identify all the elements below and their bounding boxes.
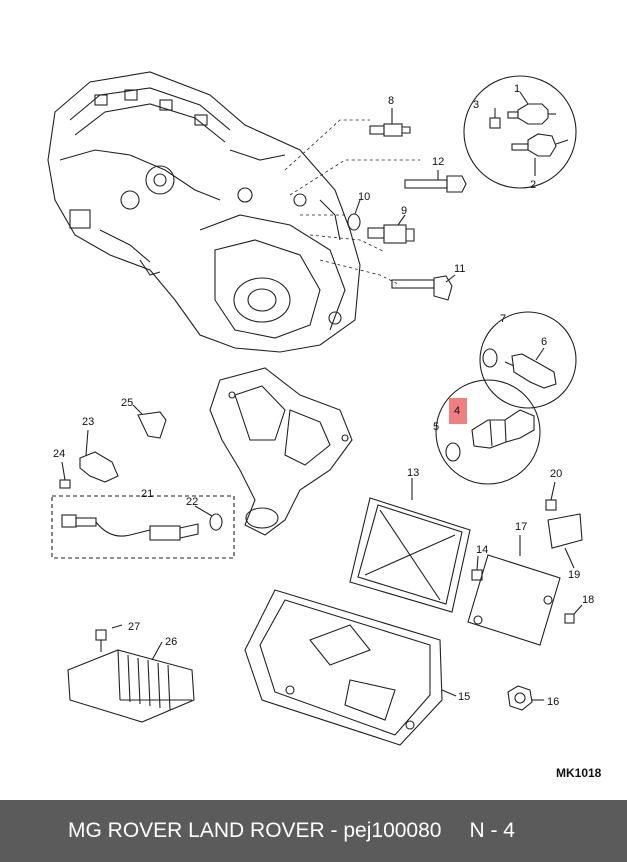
- callout-1: 1: [514, 83, 520, 95]
- part-24-screw: [59, 461, 71, 489]
- part-8-sensor: [369, 108, 411, 137]
- callout-8: 8: [388, 95, 394, 107]
- callout-5: 5: [433, 421, 439, 433]
- callout-14: 14: [476, 544, 488, 556]
- callout-7: 7: [500, 313, 506, 325]
- footer-bar: MG ROVER LAND ROVER - pej100080 N - 4: [0, 800, 627, 862]
- callout-2: 2: [530, 179, 536, 191]
- engine-assembly: [47, 71, 361, 353]
- callout-21: 21: [141, 488, 153, 500]
- callout-20: 20: [550, 468, 562, 480]
- part-23-bracket: [79, 429, 119, 483]
- callout-11: 11: [454, 263, 465, 275]
- callout-17: 17: [515, 521, 527, 533]
- callout-4: 4: [454, 405, 460, 417]
- part-6-sensor: [504, 347, 557, 389]
- exploded-parts-diagram: 1 2 3 4 5 6 7 8 9 10 11 12 13 14 15 16 1…: [47, 71, 602, 780]
- part-2-switch: [511, 133, 569, 176]
- part-13-ecu-bracket: [349, 478, 471, 613]
- part-11-bolt: [391, 274, 456, 301]
- callout-19: 19: [568, 569, 580, 581]
- footer-title: MG ROVER LAND ROVER - pej100080: [68, 819, 442, 842]
- part-18-screw: [564, 604, 583, 624]
- callout-22: 22: [186, 496, 198, 508]
- part-4-sensor: [471, 409, 535, 449]
- part-21-group-box: [51, 495, 235, 559]
- callout-25: 25: [121, 397, 133, 409]
- callout-6: 6: [541, 336, 547, 348]
- callout-3: 3: [473, 99, 479, 111]
- part-17-plate: [467, 535, 561, 646]
- part-14-bolt: [471, 555, 483, 581]
- part-9-sensor: [367, 214, 415, 244]
- part-12-bolt: [404, 170, 467, 193]
- exhaust-manifold: [209, 367, 353, 536]
- diagram-reference-code: MK1018: [556, 766, 602, 780]
- callout-15: 15: [458, 691, 470, 703]
- part-21-lambda-sensor: [61, 514, 199, 541]
- part-22-washer: [209, 513, 223, 531]
- callout-18: 18: [582, 594, 594, 606]
- callout-16: 16: [547, 696, 559, 708]
- callout-10: 10: [358, 191, 370, 203]
- callout-24: 24: [53, 448, 65, 460]
- detail-circle-1-3: [463, 75, 577, 189]
- callout-23: 23: [82, 416, 94, 428]
- detail-circle-6-7: [479, 311, 577, 409]
- callout-9: 9: [401, 205, 407, 217]
- part-25-clip: [132, 404, 167, 439]
- callout-12: 12: [432, 156, 444, 168]
- part-26-ecu-module: [67, 641, 195, 723]
- part-27-screw: [95, 624, 123, 652]
- callout-27: 27: [128, 621, 140, 633]
- callout-26: 26: [165, 636, 177, 648]
- part-1-switch: [507, 91, 556, 125]
- part-19-connector: [547, 513, 583, 569]
- detail-circle-4-5: [435, 379, 541, 485]
- part-15-tray: [244, 589, 457, 746]
- callout-13: 13: [407, 467, 419, 479]
- footer-page-number: N - 4: [469, 819, 515, 842]
- part-16-nut: [507, 685, 544, 711]
- part-10-o-ring: [347, 213, 361, 231]
- part-20-screw: [545, 481, 557, 511]
- callout-4-highlight: [449, 398, 467, 424]
- part-3-bolt: [489, 108, 501, 129]
